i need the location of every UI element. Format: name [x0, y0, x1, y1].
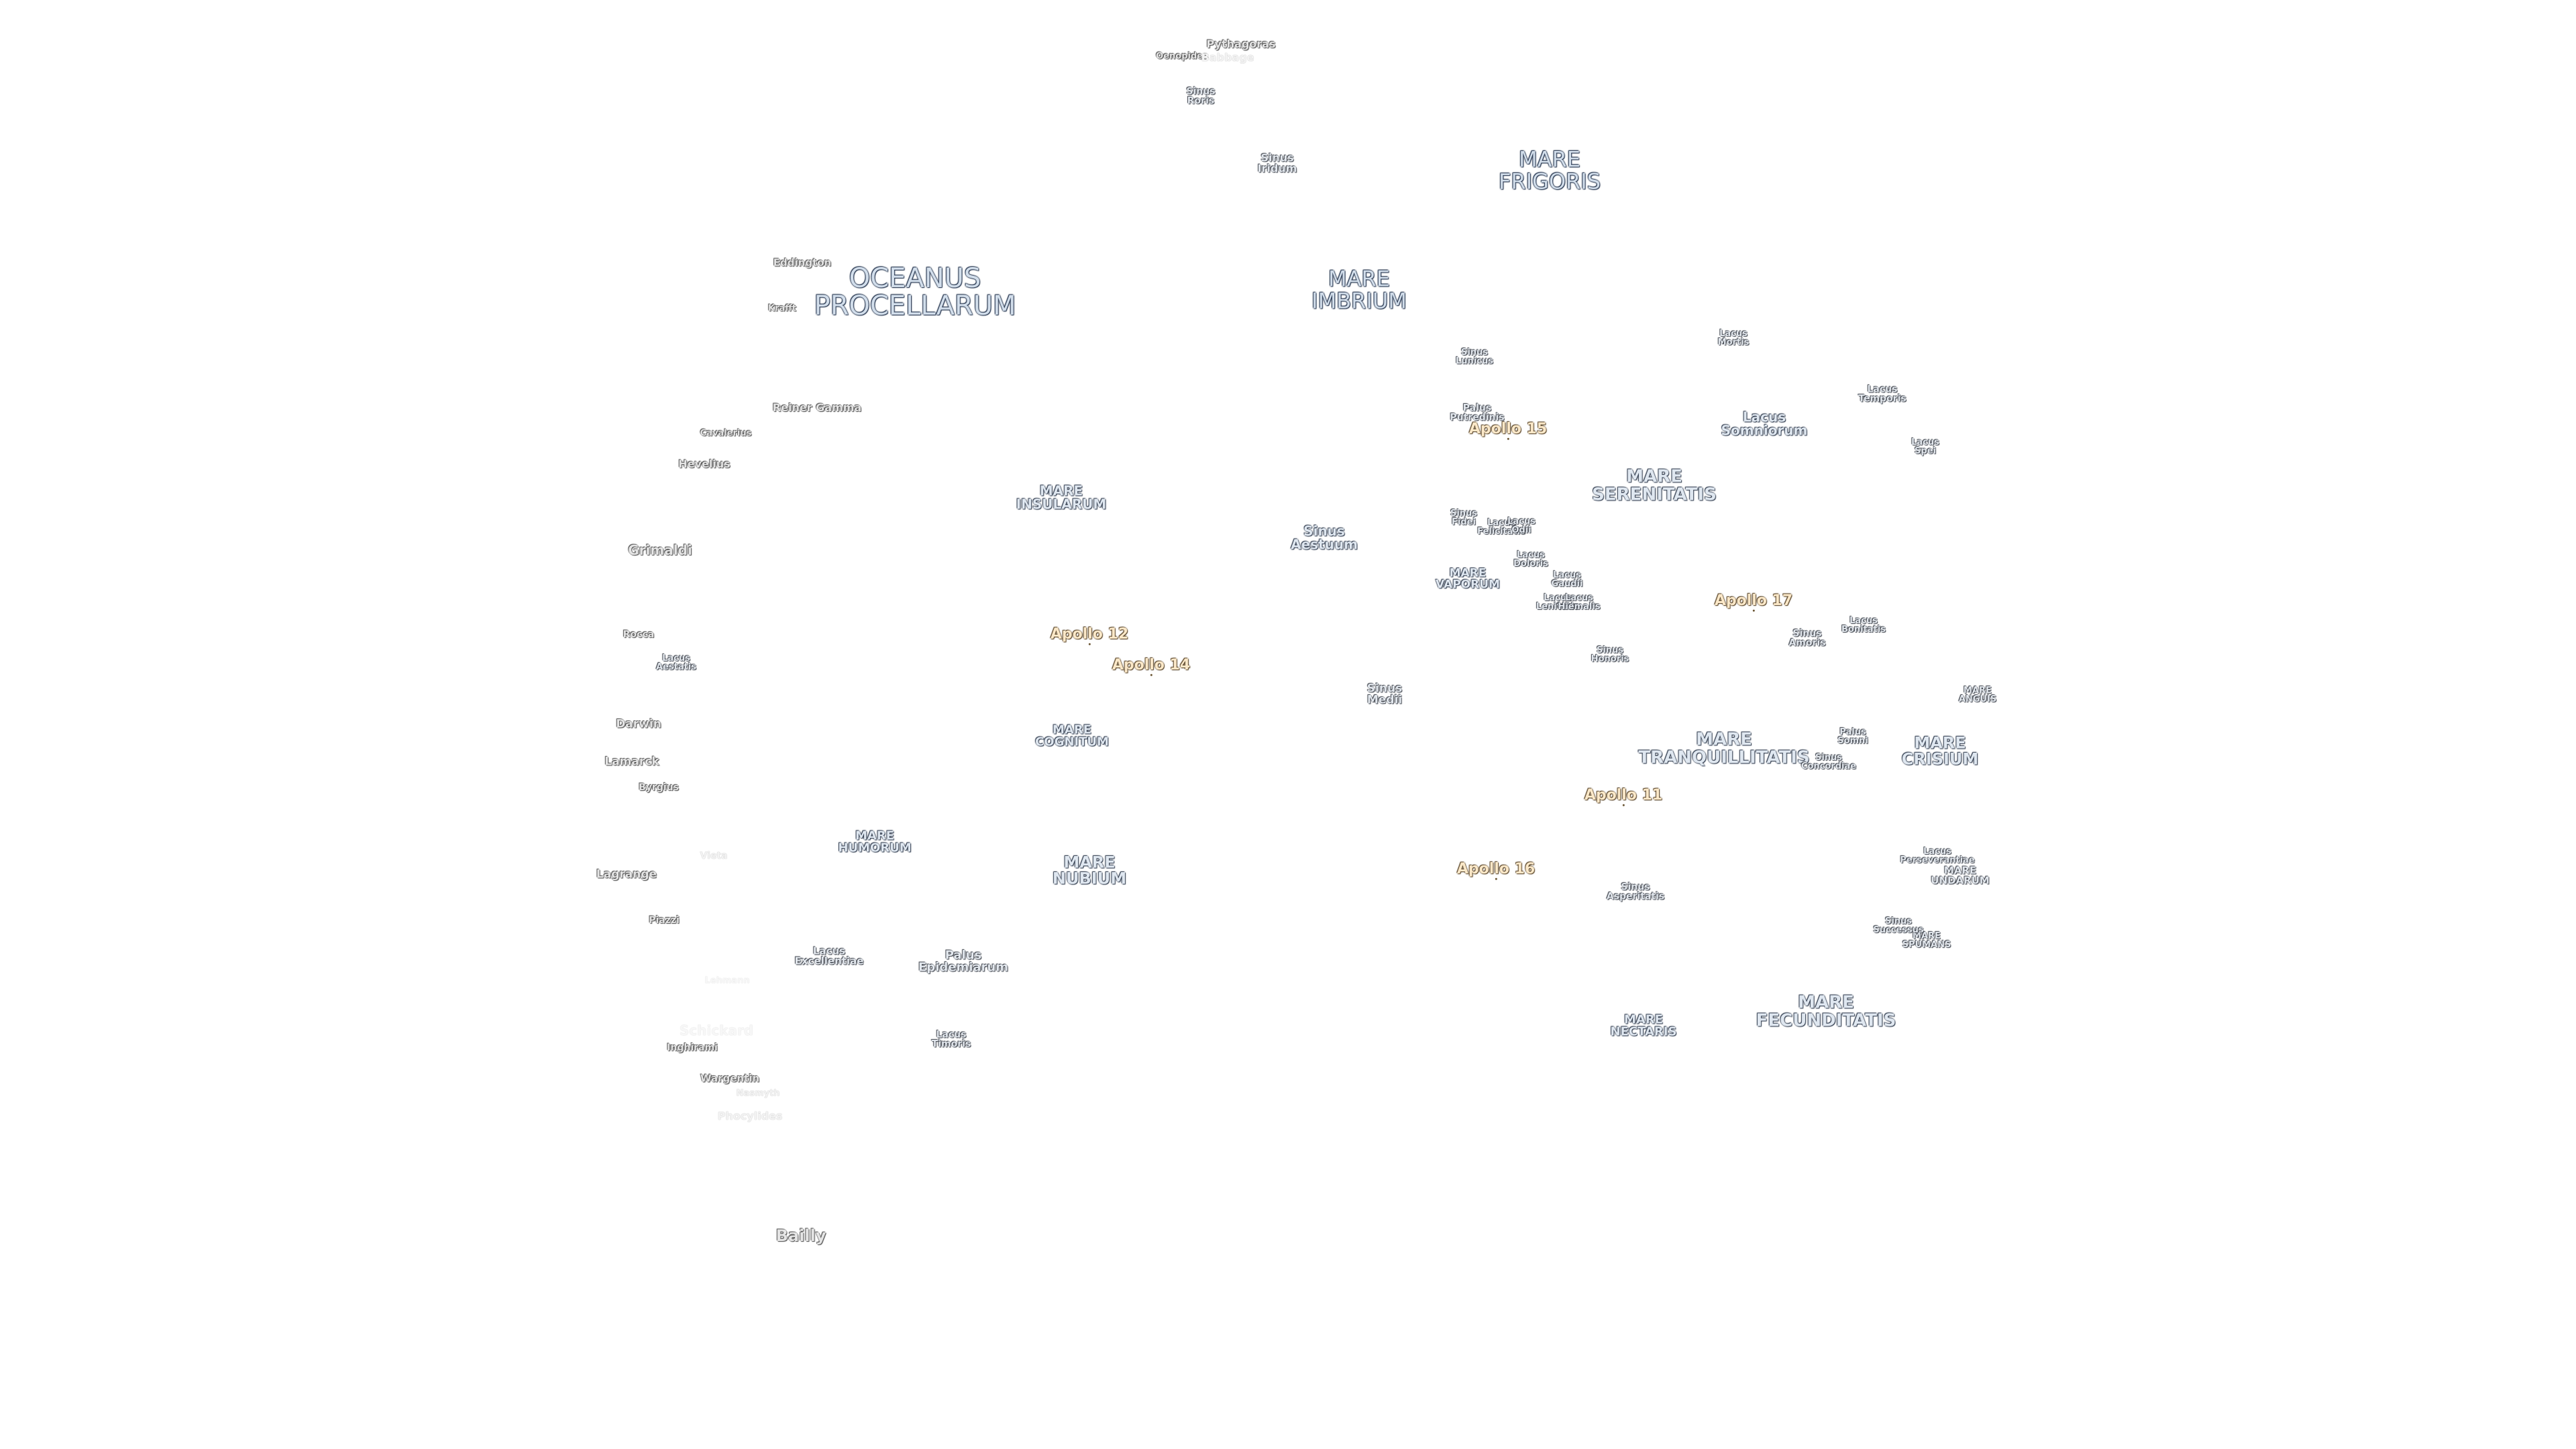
label-crater-wargentin[interactable]: Wargentin: [700, 1072, 760, 1085]
label-crater-phocylides[interactable]: Phocylides: [717, 1109, 783, 1122]
landing-site-apollo-17[interactable]: Apollo 17: [1714, 592, 1793, 612]
label-crater-piazzi[interactable]: Piazzi: [649, 914, 680, 926]
landing-site-apollo-12[interactable]: Apollo 12: [1050, 625, 1129, 646]
label-crater-cavalerius[interactable]: Cavalerius: [700, 428, 752, 439]
label-crater-krafft[interactable]: Krafft: [767, 303, 797, 314]
label-crater-babbage[interactable]: Babbage: [1201, 50, 1254, 64]
label-crater-byrgius[interactable]: Byrgius: [639, 782, 679, 793]
label-crater-grimaldi[interactable]: Grimaldi: [628, 541, 692, 558]
landing-site-apollo-16[interactable]: Apollo 16: [1456, 860, 1536, 881]
label-crater-hevelius[interactable]: Hevelius: [678, 457, 731, 470]
label-crater-vieta[interactable]: Vieta: [700, 850, 728, 861]
label-crater-bailly[interactable]: Bailly: [775, 1226, 826, 1245]
label-crater-oenopides[interactable]: Oenopides: [1156, 51, 1208, 62]
label-crater-nasmyth[interactable]: Nasmyth: [736, 1088, 780, 1099]
label-crater-lamarck[interactable]: Lamarck: [604, 755, 659, 769]
landing-site-apollo-11[interactable]: Apollo 11: [1584, 786, 1663, 807]
label-crater-eddington[interactable]: Eddington: [773, 256, 832, 269]
label-crater-rocca[interactable]: Rocca: [623, 629, 655, 640]
landing-site-apollo-14[interactable]: Apollo 14: [1112, 656, 1191, 677]
landing-site-apollo-15[interactable]: Apollo 15: [1468, 420, 1548, 441]
label-crater-pythagoras[interactable]: Pythagoras: [1206, 37, 1276, 50]
label-crater-schickard[interactable]: Schickard: [679, 1022, 754, 1038]
label-crater-darwin[interactable]: Darwin: [616, 717, 661, 731]
label-crater-inghirami[interactable]: Inghirami: [667, 1042, 718, 1053]
label-crater-lehmann[interactable]: Lehmann: [704, 975, 750, 986]
label-crater-lagrange[interactable]: Lagrange: [596, 867, 657, 881]
label-crater-reiner-gamma[interactable]: Reiner Gamma: [772, 400, 862, 414]
